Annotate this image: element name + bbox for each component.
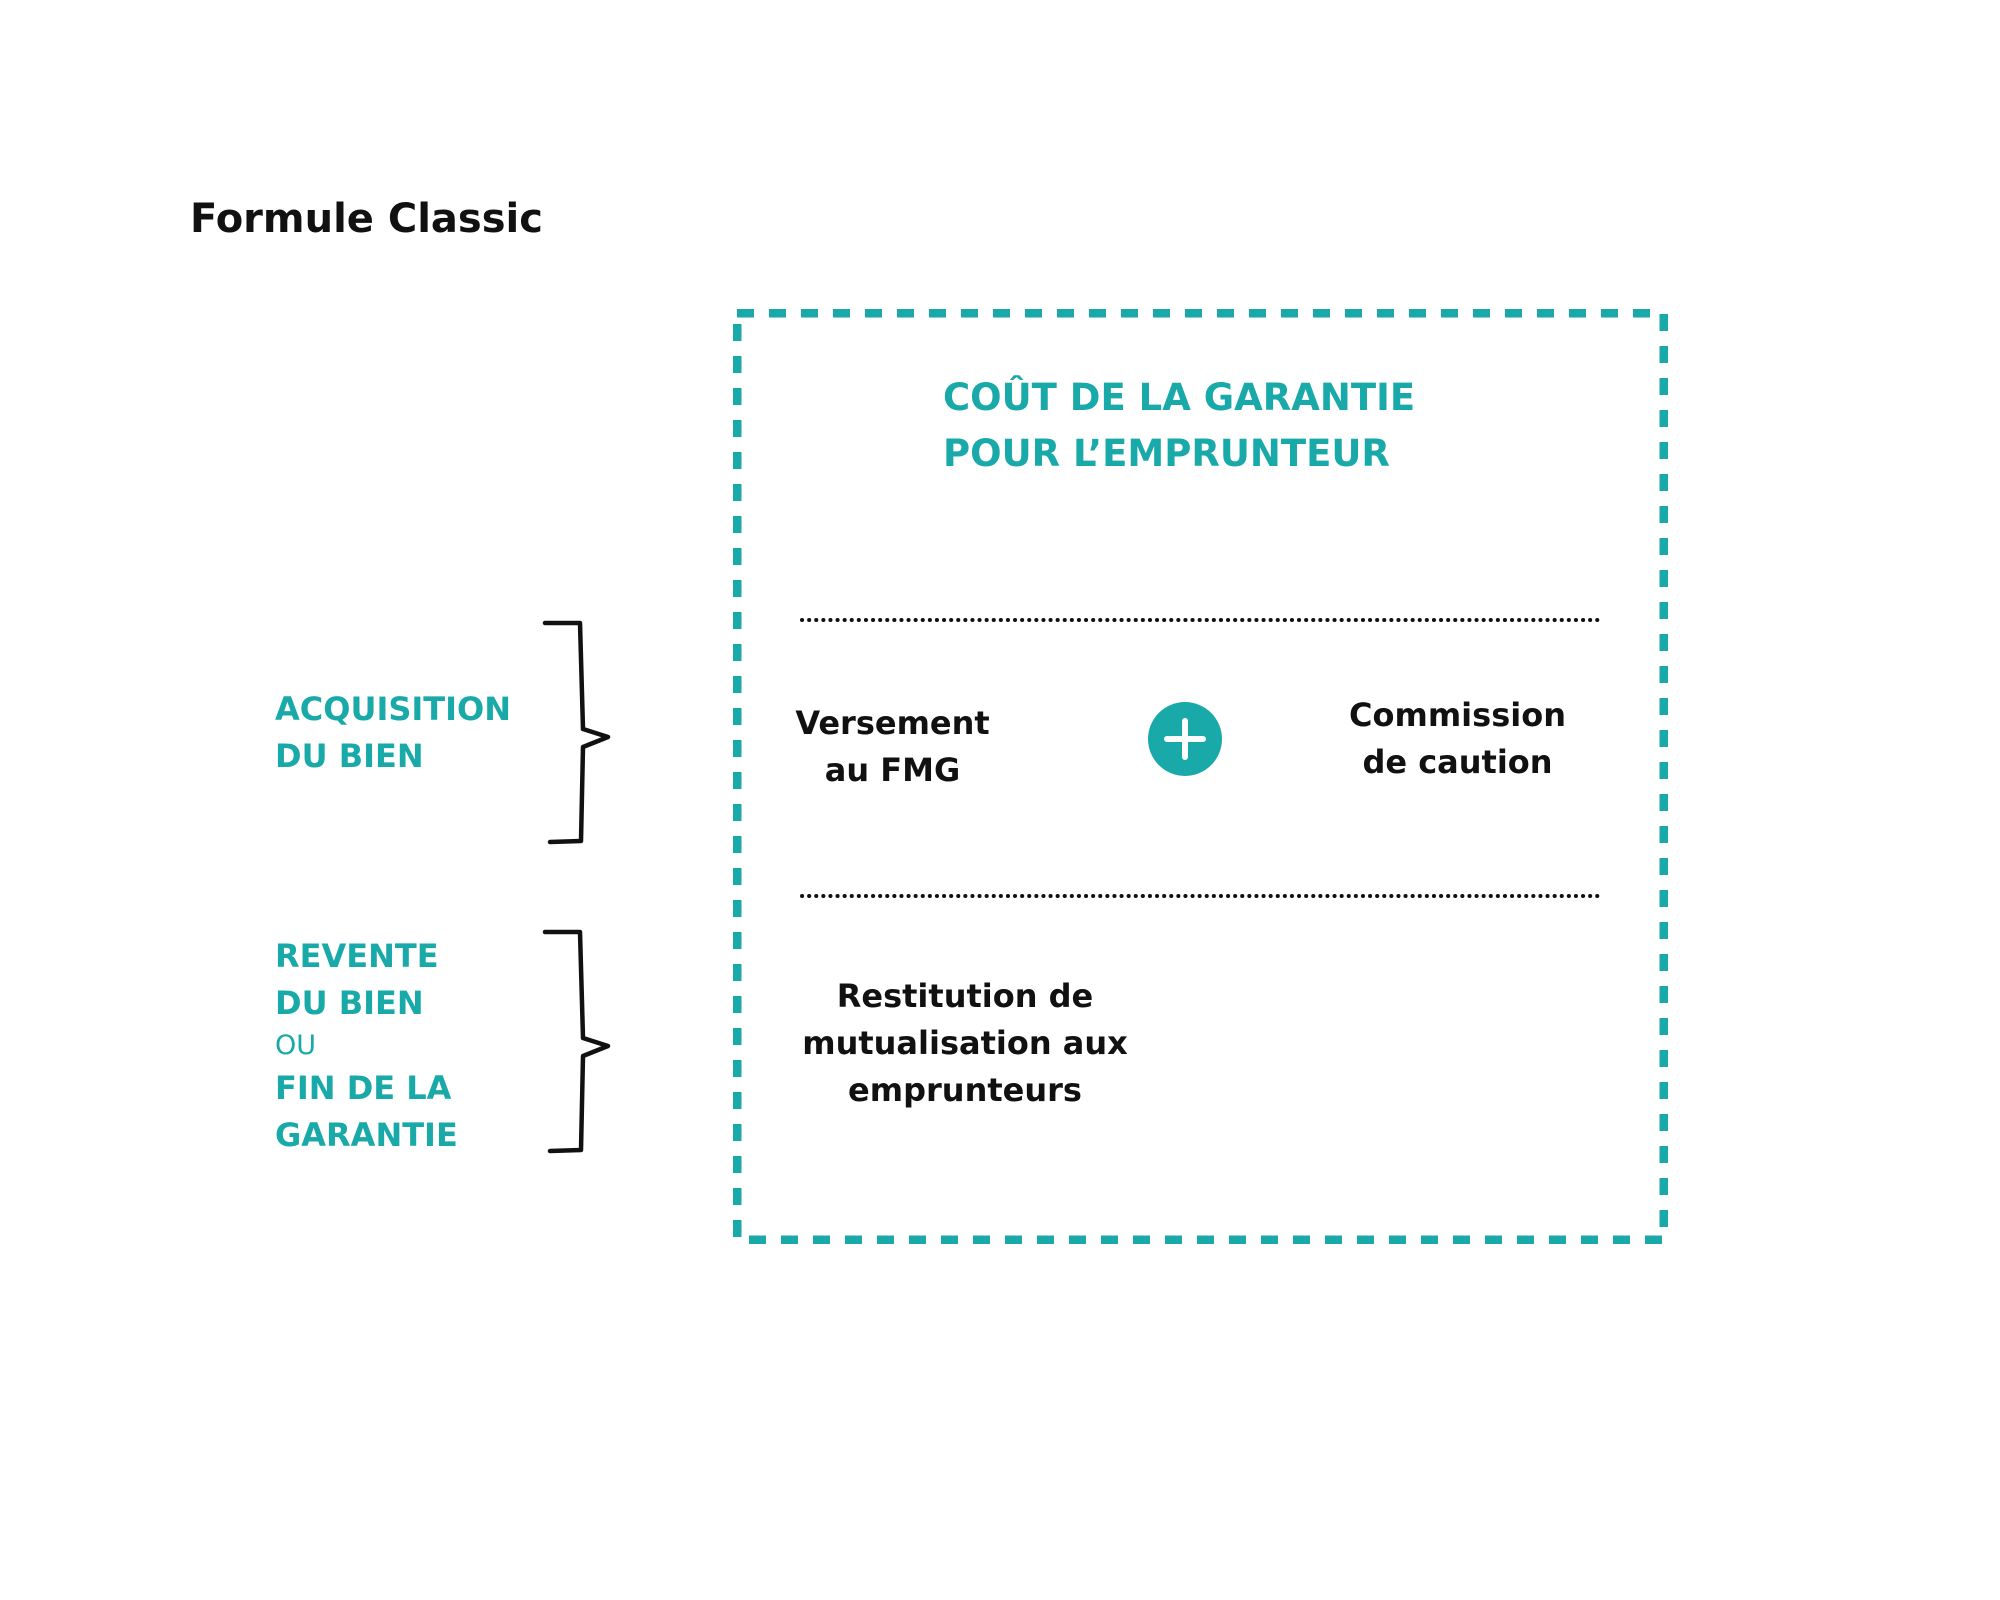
acquisition-line2: DU BIEN	[275, 737, 424, 775]
cost-title-line2: POUR L’EMPRUNTEUR	[943, 432, 1390, 475]
end-line2: GARANTIE	[275, 1116, 458, 1154]
plus-circle-icon	[1148, 702, 1222, 776]
payment-fmg-label: Versement au FMG	[765, 700, 1020, 794]
commission-line1: Commission	[1349, 696, 1566, 734]
cost-title: COÛT DE LA GARANTIE POUR L’EMPRUNTEUR	[943, 370, 1415, 482]
payment-line2: au FMG	[824, 751, 961, 789]
guarantee-cost-frame	[733, 309, 1668, 1244]
resale-line2: DU BIEN	[275, 984, 424, 1022]
right-brace-icon	[540, 619, 620, 859]
page-title: Formule Classic	[190, 196, 543, 242]
payment-line1: Versement	[795, 704, 990, 742]
commission-line2: de caution	[1362, 743, 1553, 781]
dotted-separator-bottom	[800, 884, 1605, 898]
acquisition-phase-label: ACQUISITION DU BIEN	[275, 686, 511, 780]
restitution-label: Restitution de mutualisation aux emprunt…	[800, 973, 1130, 1114]
resale-line1: REVENTE	[275, 937, 439, 975]
end-line1: FIN DE LA	[275, 1069, 452, 1107]
or-word: OU	[275, 1030, 317, 1061]
right-brace-icon	[540, 928, 620, 1168]
cost-title-line1: COÛT DE LA GARANTIE	[943, 376, 1416, 419]
restitution-line1: Restitution de	[836, 977, 1094, 1015]
restitution-line3: emprunteurs	[848, 1071, 1082, 1109]
acquisition-line1: ACQUISITION	[275, 690, 512, 728]
commission-label: Commission de caution	[1335, 692, 1580, 786]
restitution-line2: mutualisation aux	[802, 1024, 1128, 1062]
resale-phase-label: REVENTE DU BIEN OU FIN DE LA GARANTIE	[275, 933, 458, 1159]
dotted-separator-top	[800, 608, 1605, 622]
